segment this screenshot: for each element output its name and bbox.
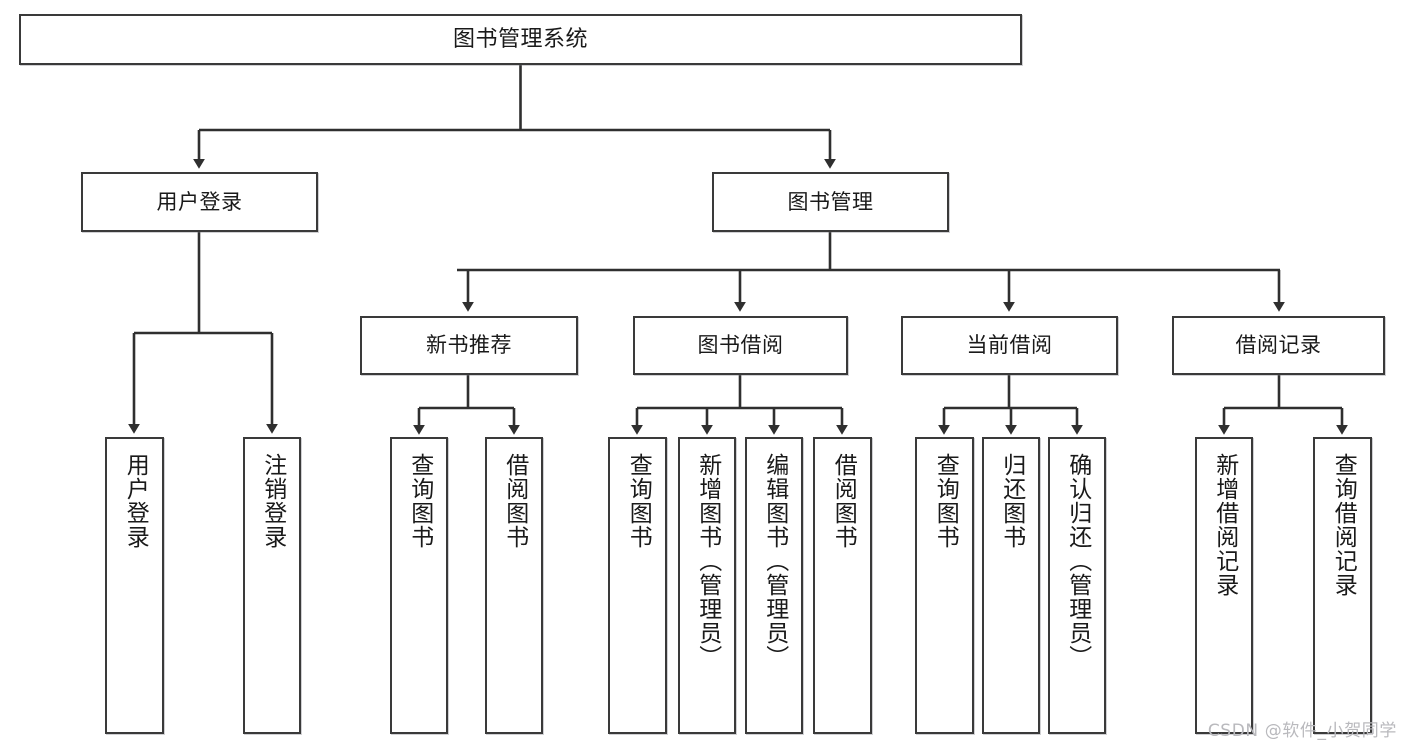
leaf-user-logout[interactable]: 注销登录 bbox=[243, 437, 301, 734]
node-book-management[interactable]: 图书管理 bbox=[712, 172, 949, 232]
node-new-book-recommend-label: 新书推荐 bbox=[426, 333, 512, 358]
leaf-current-confirm-return[interactable]: 确认归还（管理员） bbox=[1048, 437, 1106, 734]
node-current-borrow[interactable]: 当前借阅 bbox=[901, 316, 1118, 375]
leaf-user-logout-label: 注销登录 bbox=[259, 453, 286, 549]
leaf-records-query-record-label: 查询借阅记录 bbox=[1330, 453, 1357, 597]
leaf-current-query-book-label: 查询图书 bbox=[932, 453, 959, 549]
node-user-login[interactable]: 用户登录 bbox=[81, 172, 318, 232]
node-borrow-records-label: 借阅记录 bbox=[1235, 333, 1322, 358]
leaf-newbook-borrow-book-label: 借阅图书 bbox=[501, 453, 528, 549]
node-root[interactable]: 图书管理系统 bbox=[19, 14, 1022, 65]
node-book-borrow-label: 图书借阅 bbox=[697, 333, 784, 358]
leaf-newbook-query-book-label: 查询图书 bbox=[406, 453, 433, 549]
leaf-current-query-book[interactable]: 查询图书 bbox=[915, 437, 974, 734]
edge-bookmgmt-bus bbox=[457, 232, 1280, 272]
node-borrow-records[interactable]: 借阅记录 bbox=[1172, 316, 1385, 375]
edge-root-bus bbox=[199, 65, 830, 132]
leaf-records-add-record[interactable]: 新增借阅记录 bbox=[1195, 437, 1253, 734]
leaf-user-login[interactable]: 用户登录 bbox=[105, 437, 164, 734]
node-new-book-recommend[interactable]: 新书推荐 bbox=[360, 316, 578, 375]
leaf-newbook-borrow-book[interactable]: 借阅图书 bbox=[485, 437, 543, 734]
leaf-current-confirm-return-label: 确认归还（管理员） bbox=[1064, 453, 1091, 669]
edge-records-bus bbox=[1224, 375, 1342, 410]
edge-login-bus bbox=[134, 232, 272, 335]
leaf-borrow-query-book-label: 查询图书 bbox=[625, 453, 652, 549]
leaf-borrow-add-book[interactable]: 新增图书（管理员） bbox=[678, 437, 736, 734]
leaf-current-return-book[interactable]: 归还图书 bbox=[982, 437, 1040, 734]
node-root-label: 图书管理系统 bbox=[452, 26, 588, 52]
leaf-borrow-edit-book-label: 编辑图书（管理员） bbox=[761, 453, 788, 669]
leaf-borrow-lend-book[interactable]: 借阅图书 bbox=[813, 437, 872, 734]
node-book-borrow[interactable]: 图书借阅 bbox=[633, 316, 848, 375]
node-current-borrow-label: 当前借阅 bbox=[966, 333, 1053, 358]
edge-newbooks-bus bbox=[419, 375, 514, 410]
edge-borrow-bus bbox=[637, 375, 842, 410]
leaf-borrow-query-book[interactable]: 查询图书 bbox=[608, 437, 667, 734]
leaf-newbook-query-book[interactable]: 查询图书 bbox=[390, 437, 448, 734]
edge-current-bus bbox=[944, 375, 1077, 410]
leaf-current-return-book-label: 归还图书 bbox=[998, 453, 1025, 549]
node-book-management-label: 图书管理 bbox=[787, 189, 874, 214]
leaf-user-login-label: 用户登录 bbox=[122, 453, 149, 549]
leaf-records-add-record-label: 新增借阅记录 bbox=[1211, 453, 1238, 597]
leaf-records-query-record[interactable]: 查询借阅记录 bbox=[1313, 437, 1372, 734]
leaf-borrow-lend-book-label: 借阅图书 bbox=[830, 453, 857, 549]
watermark: CSDN @软件_小贺同学 bbox=[1207, 721, 1397, 741]
node-user-login-label: 用户登录 bbox=[156, 189, 243, 214]
leaf-borrow-add-book-label: 新增图书（管理员） bbox=[694, 453, 721, 669]
leaf-borrow-edit-book[interactable]: 编辑图书（管理员） bbox=[745, 437, 803, 734]
